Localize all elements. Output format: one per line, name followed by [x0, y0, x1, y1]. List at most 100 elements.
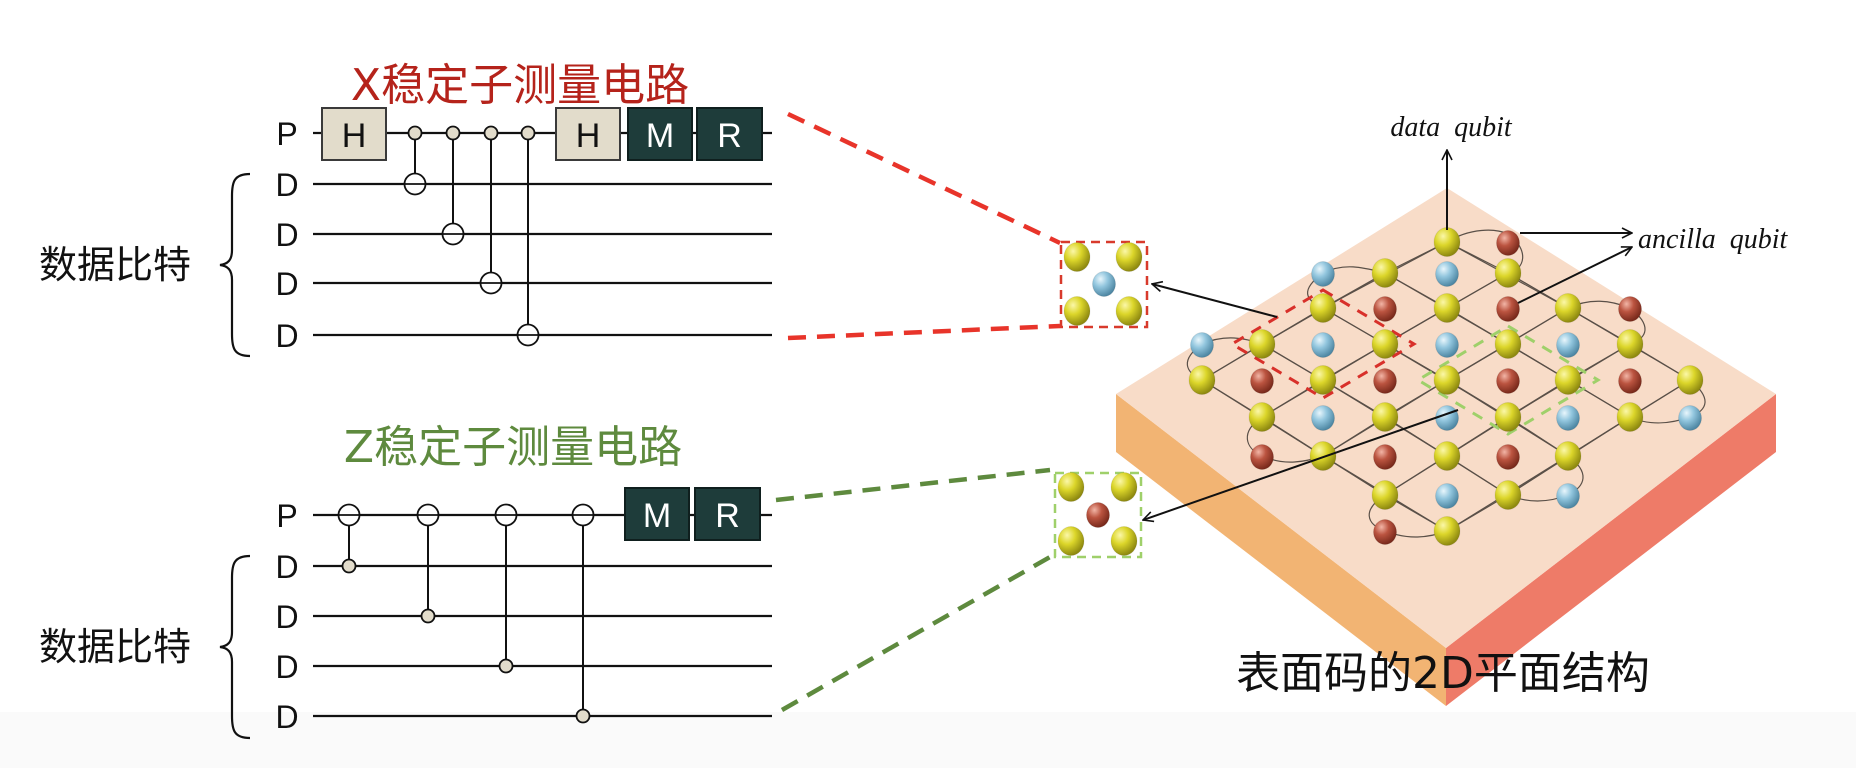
data-qubit	[1063, 296, 1091, 326]
data-qubit	[1494, 480, 1522, 510]
x-ancilla-qubit	[1556, 405, 1580, 431]
data-qubit	[1371, 480, 1399, 510]
reset-gate: R	[694, 487, 761, 541]
z-ancilla-qubit	[1373, 444, 1397, 470]
x-ancilla-qubit	[1556, 483, 1580, 509]
x-data-brace	[219, 172, 251, 358]
x-wire-label-d: D	[275, 167, 298, 203]
lattice-caption: 表面码的2D平面结构	[1236, 648, 1650, 699]
x-ancilla-qubit	[1435, 405, 1459, 431]
data-qubit	[1494, 329, 1522, 359]
x-connectors	[787, 111, 1061, 341]
data-qubit	[1309, 365, 1337, 395]
z-ancilla-qubit	[1086, 502, 1110, 528]
x-ancilla-qubit	[1190, 332, 1214, 358]
x-stabilizer-zoom-box	[1059, 240, 1149, 329]
reset-gate-label: R	[717, 117, 742, 155]
x-ancilla-qubit	[1092, 271, 1116, 297]
x-wire-label-p: P	[276, 116, 297, 152]
data-qubit	[1433, 441, 1461, 471]
cnot-gate	[494, 503, 518, 674]
z-stabilizer-zoom-box	[1053, 471, 1143, 559]
cnot-gate	[416, 503, 440, 624]
data-qubit	[1115, 296, 1143, 326]
data-qubit	[1433, 293, 1461, 323]
data-qubit	[1057, 526, 1085, 556]
control-dot	[498, 658, 514, 674]
z-circuit-title: Z稳定子测量电路	[344, 422, 682, 473]
x-connector-top	[787, 111, 1061, 246]
platform-left-face	[1116, 394, 1446, 706]
data-qubit	[1248, 329, 1276, 359]
measure-gate: M	[627, 107, 693, 161]
cnot-gate	[403, 125, 427, 196]
data-qubit	[1494, 402, 1522, 432]
bottom-band	[0, 712, 1856, 768]
ancilla-qubit-arrow-2	[1517, 246, 1632, 304]
z-connectors	[775, 467, 1052, 712]
z-ancilla-qubit	[1373, 368, 1397, 394]
data-qubit	[1554, 365, 1582, 395]
x-stabilizer-highlight	[1229, 288, 1417, 400]
hadamard-gate-box	[555, 107, 621, 161]
z-connector-bottom	[780, 555, 1052, 712]
ancilla-qubit-label: ancilla qubit	[1638, 224, 1789, 255]
x-ancilla-qubit	[1435, 261, 1459, 287]
z-ancilla-qubit	[1618, 296, 1642, 322]
z-connector-top	[775, 467, 1051, 503]
data-qubit	[1433, 227, 1461, 257]
z-wire-label-d: D	[275, 649, 298, 685]
data-qubit	[1494, 258, 1522, 288]
reset-gate: R	[696, 107, 763, 161]
z-wire-label-p: P	[276, 498, 297, 534]
reset-gate-box	[694, 487, 761, 541]
z-ancilla-qubit	[1373, 296, 1397, 322]
data-qubit	[1063, 242, 1091, 272]
hadamard-gate: H	[321, 107, 387, 161]
control-dot	[520, 125, 536, 141]
data-qubit	[1433, 365, 1461, 395]
x-zoom-arrow	[1152, 284, 1278, 318]
x-ancilla-qubit	[1678, 405, 1702, 431]
control-dot	[575, 708, 591, 724]
data-qubit	[1676, 365, 1704, 395]
z-wire-label-d: D	[275, 699, 298, 735]
lattice-qubits	[1188, 227, 1704, 546]
control-dot	[483, 125, 499, 141]
hadamard-gate-label: H	[342, 117, 367, 155]
data-qubit	[1110, 526, 1138, 556]
measure-gate-label: M	[646, 117, 674, 155]
cnot-gate	[571, 503, 595, 724]
z-ancilla-qubit	[1373, 519, 1397, 545]
measure-gate-label: M	[643, 497, 671, 535]
x-wire-label-d: D	[275, 217, 298, 253]
x-ancilla-qubit	[1556, 332, 1580, 358]
data-qubit	[1616, 329, 1644, 359]
cnot-gate	[441, 125, 465, 246]
z-ancilla-qubit	[1250, 368, 1274, 394]
data-qubit	[1309, 293, 1337, 323]
control-dot	[445, 125, 461, 141]
z-wire-label-d: D	[275, 549, 298, 585]
z-ancilla-qubit	[1250, 444, 1274, 470]
x-circuit-title: X稳定子测量电路	[351, 60, 689, 111]
data-qubit	[1110, 472, 1138, 502]
x-ancilla-qubit	[1435, 483, 1459, 509]
control-dot	[407, 125, 423, 141]
z-zoom-arrow	[1143, 409, 1459, 520]
data-qubit	[1371, 402, 1399, 432]
data-qubit-label: data qubit	[1390, 112, 1513, 143]
data-qubit	[1188, 365, 1216, 395]
control-dot	[341, 558, 357, 574]
reset-gate-box	[696, 107, 763, 161]
z-data-brace	[219, 554, 251, 740]
z-ancilla-qubit	[1496, 444, 1520, 470]
data-qubit	[1309, 441, 1337, 471]
platform-right-face	[1446, 394, 1776, 706]
z-data-qubits-label: 数据比特	[39, 625, 191, 669]
x-data-qubits-label: 数据比特	[39, 243, 191, 287]
z-ancilla-qubit	[1496, 368, 1520, 394]
data-qubit	[1616, 402, 1644, 432]
